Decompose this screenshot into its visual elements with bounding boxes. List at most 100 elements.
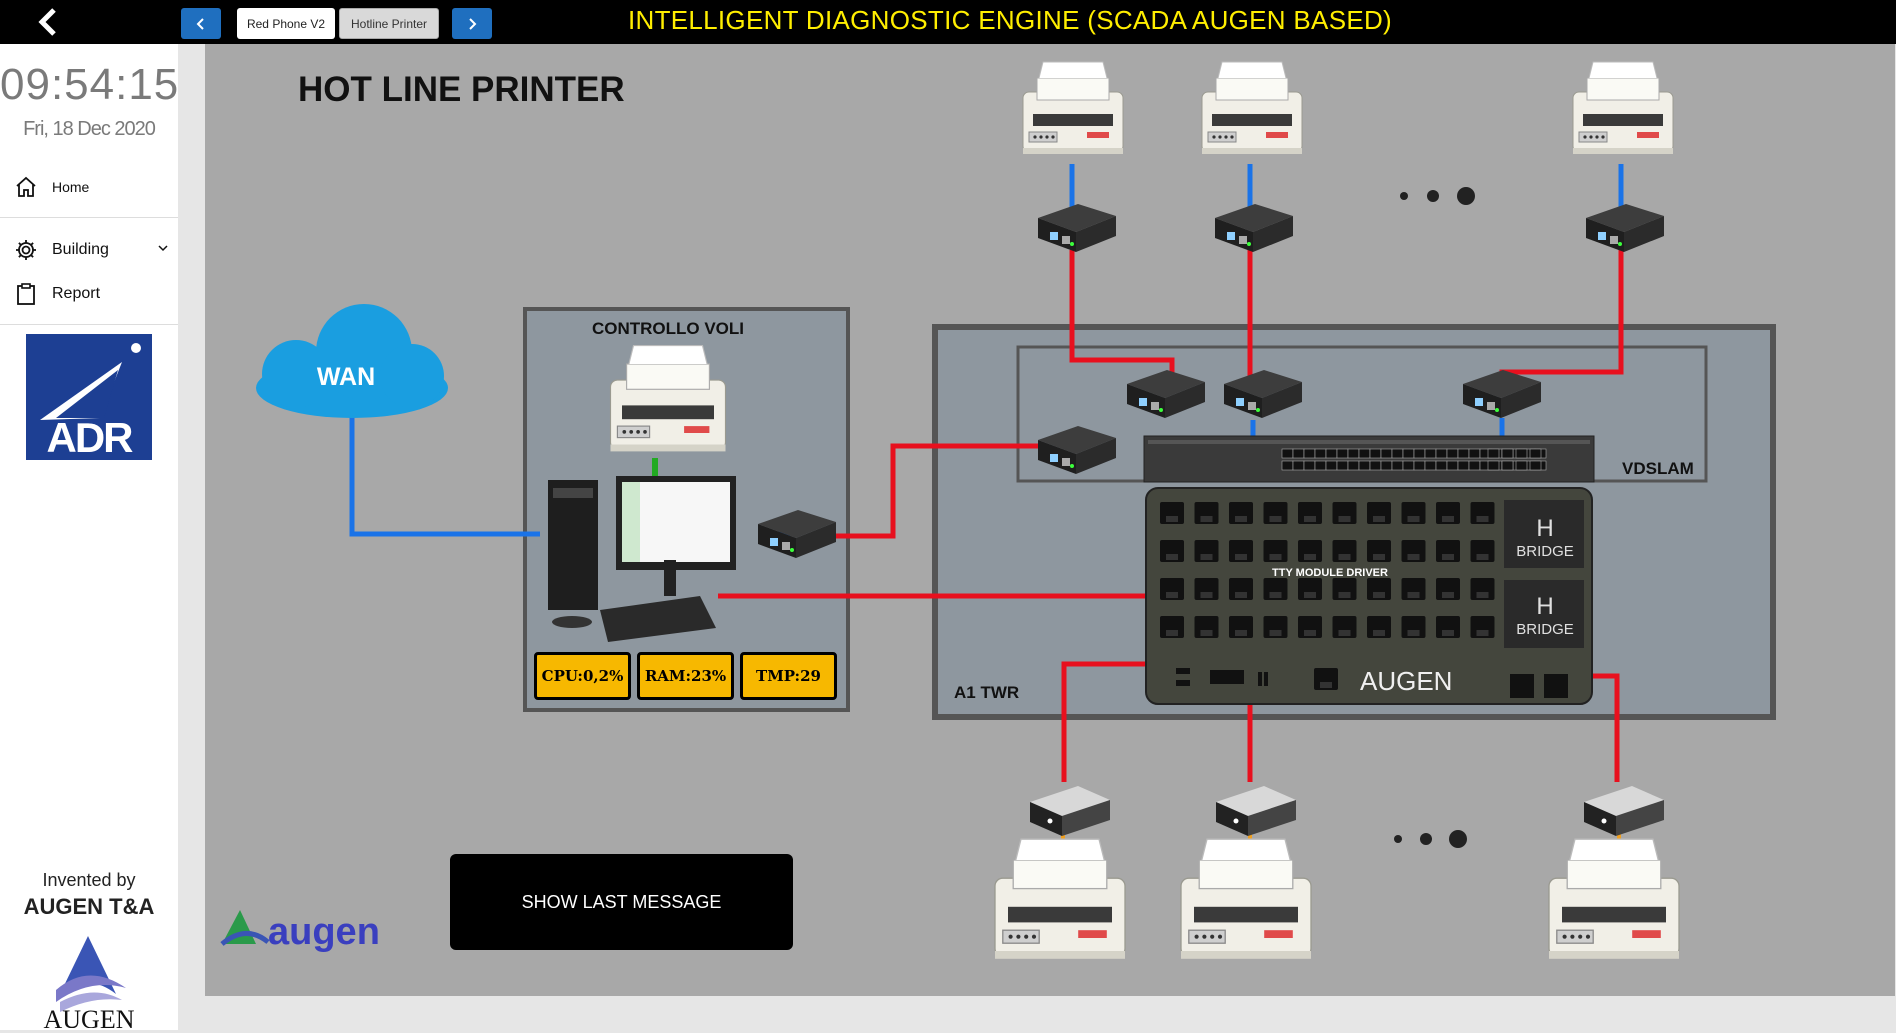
switch-port — [1529, 448, 1542, 459]
tty-port — [1367, 578, 1391, 600]
bridge-h: H — [1536, 593, 1553, 620]
sidebar-item-label: Building — [52, 241, 109, 258]
wan-label: WAN — [317, 363, 375, 391]
switch-port — [1303, 448, 1316, 459]
switch-port — [1435, 448, 1448, 459]
tty-label: TTY MODULE DRIVER — [1272, 567, 1388, 579]
switch-port — [1424, 460, 1437, 471]
tty-port — [1401, 578, 1426, 600]
clock: 09:54:15 — [0, 60, 180, 109]
back-arrow-icon[interactable] — [34, 6, 66, 38]
tty-port — [1263, 502, 1288, 524]
tower-label: A1 TWR — [954, 683, 1019, 702]
switch-port — [1487, 448, 1500, 459]
blue-links — [349, 164, 1624, 537]
divider — [0, 324, 178, 325]
tab-hotline-printer[interactable]: Hotline Printer — [339, 8, 439, 39]
home-icon — [16, 176, 36, 197]
tty-port — [1436, 540, 1460, 562]
sidebar-item-report[interactable]: Report — [0, 276, 178, 312]
tty-port — [1332, 578, 1357, 600]
printer-icon — [994, 838, 1126, 960]
tty-port — [1263, 616, 1288, 638]
tty-port — [1298, 540, 1322, 562]
tty-port — [1401, 540, 1426, 562]
bridge-h: H — [1536, 515, 1553, 542]
tty-port — [1194, 502, 1219, 524]
next-tab-button[interactable] — [452, 8, 492, 39]
tty-device-icon — [1030, 786, 1110, 836]
credit-line: Invented by — [42, 870, 136, 890]
tty-port — [1263, 540, 1288, 562]
switch-port — [1457, 460, 1470, 471]
sidebar-item-building[interactable]: Building — [0, 232, 178, 268]
switch-port — [1281, 460, 1294, 471]
gear-icon — [16, 240, 36, 260]
station-title: CONTROLLO VOLI — [592, 319, 744, 338]
tty-port — [1332, 540, 1357, 562]
tty-port — [1263, 578, 1288, 600]
chevron-down-icon[interactable] — [158, 244, 168, 252]
tty-port — [1298, 616, 1322, 638]
tty-port — [1332, 502, 1357, 524]
media-converter-icon — [1215, 204, 1293, 252]
tty-port — [1436, 578, 1460, 600]
switch-port — [1435, 460, 1448, 471]
sidebar: 09:54:15 Fri, 18 Dec 2020 Home Building … — [0, 44, 180, 1033]
switch-port — [1314, 460, 1327, 471]
tty-device-icon — [1216, 786, 1296, 836]
switch-port — [1446, 448, 1459, 459]
switch-port — [1446, 460, 1459, 471]
page-title: HOT LINE PRINTER — [298, 70, 625, 109]
switch-port — [1292, 448, 1305, 459]
switch-port — [1424, 448, 1437, 459]
switch-port — [1336, 448, 1349, 459]
adr-logo-text: ADR — [47, 414, 134, 460]
switch-port — [1501, 448, 1514, 459]
switch-port — [1413, 448, 1426, 459]
tty-port — [1298, 502, 1322, 524]
show-last-message-button[interactable]: SHOW LAST MESSAGE — [450, 854, 793, 950]
switch-port — [1515, 460, 1528, 471]
printer-icon — [1548, 838, 1680, 960]
switch-port — [1281, 448, 1294, 459]
tab-red-phone-v2[interactable]: Red Phone V2 — [237, 8, 335, 39]
switch-port — [1380, 448, 1393, 459]
tty-port — [1367, 502, 1391, 524]
ram-meter: RAM:23% — [637, 652, 734, 700]
switch-port — [1529, 460, 1542, 471]
tty-port — [1470, 578, 1495, 600]
switch-port — [1347, 460, 1360, 471]
switch-port — [1501, 460, 1514, 471]
date: Fri, 18 Dec 2020 — [23, 118, 156, 140]
switch-port — [1468, 460, 1481, 471]
switch-port — [1457, 448, 1470, 459]
tty-port — [1298, 578, 1322, 600]
tty-port — [1160, 540, 1184, 562]
more-dots-icon — [1394, 830, 1467, 848]
workstation-icon — [548, 476, 736, 642]
tty-port — [1160, 578, 1184, 600]
tty-port — [1229, 616, 1253, 638]
tty-port — [1436, 502, 1460, 524]
previous-tab-button[interactable] — [181, 8, 221, 39]
cpu-meter: CPU:0,2% — [534, 652, 631, 700]
tty-port — [1160, 616, 1184, 638]
tty-device-icon — [1584, 786, 1664, 836]
clipboard-icon — [17, 283, 35, 305]
tty-port — [1367, 616, 1391, 638]
tty-port — [1229, 578, 1253, 600]
tty-port — [1401, 502, 1426, 524]
switch-port — [1402, 448, 1415, 459]
printer-icon — [1572, 61, 1674, 155]
tty-port — [1401, 616, 1426, 638]
vdslam-label: VDSLAM — [1622, 459, 1694, 478]
tty-port — [1229, 502, 1253, 524]
adr-logo: ADR — [26, 334, 152, 461]
sidebar-item-home[interactable]: Home — [0, 169, 178, 205]
printer-icon — [1022, 61, 1124, 155]
switch-port — [1391, 448, 1404, 459]
chevron-right-icon — [469, 17, 477, 30]
tty-port — [1436, 616, 1460, 638]
switch-port — [1413, 460, 1426, 471]
